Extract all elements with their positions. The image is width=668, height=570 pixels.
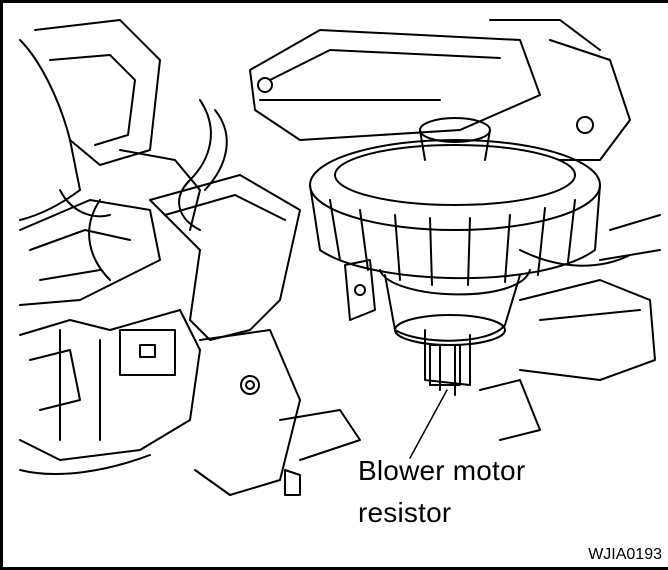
left-duct-assembly [19, 19, 201, 306]
blower-motor-housing [309, 117, 601, 286]
lower-left-panel [19, 309, 201, 475]
callout-label-line-1: Blower motor [358, 455, 526, 486]
upper-module [249, 19, 631, 161]
callout-label-line-2: resistor [358, 497, 452, 528]
center-bracket [149, 174, 361, 496]
callout-leader-line [409, 389, 448, 459]
wiring-harness [88, 99, 631, 281]
figure-code: WJIA0193 [588, 546, 662, 563]
blower-motor-resistor [344, 259, 531, 396]
